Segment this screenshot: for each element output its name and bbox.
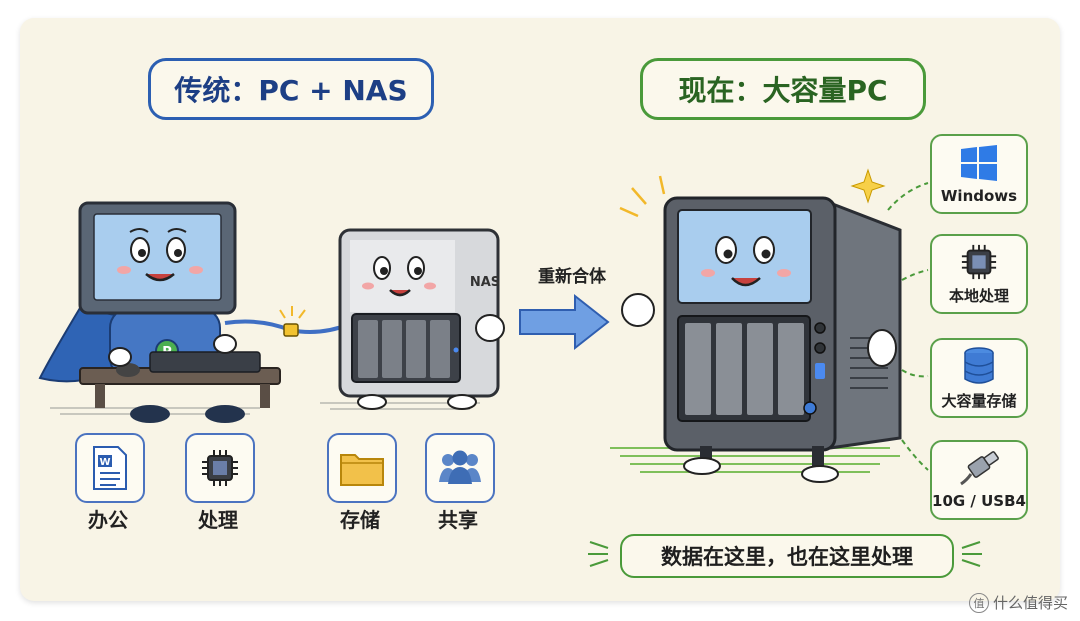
word-document-icon: W: [93, 446, 127, 490]
ground-shadow-right: [610, 447, 900, 473]
feature-connectors: [887, 182, 929, 471]
feature-connectivity: 10G / USB4: [930, 440, 1028, 520]
watermark-text: 什么值得买: [992, 594, 1068, 612]
watermark-logo-icon: 值: [968, 592, 989, 613]
office-tile: W: [75, 433, 145, 503]
nas-character: NAS: [338, 228, 505, 410]
feature-large-storage-label: 大容量存储: [941, 391, 1017, 410]
feature-windows-label: Windows: [940, 187, 1018, 205]
folder-icon: [340, 454, 384, 486]
usb-cable-icon: [960, 451, 999, 486]
feature-local-processing: 本地处理: [930, 234, 1028, 314]
comparison-illustration: P NAS: [38, 168, 982, 567]
illustration-card: 传统：PC + NAS 现在：大容量PC: [20, 18, 1060, 601]
big-pc-character: [621, 196, 902, 483]
watermark: 值 什么值得买: [968, 592, 1068, 613]
office-label: 办公: [88, 508, 128, 532]
processing-label: 处理: [198, 508, 238, 532]
storage-tile: [327, 433, 397, 503]
bottom-note: 数据在这里，也在这里处理: [620, 534, 954, 578]
feature-local-processing-label: 本地处理: [948, 286, 1009, 305]
sparkle-icon: [850, 168, 886, 204]
feature-large-storage: 大容量存储: [930, 338, 1028, 418]
spark-lines: [279, 306, 306, 319]
storage-label: 存储: [340, 508, 380, 532]
excitement-lines: [619, 175, 666, 218]
cable-connector: [283, 323, 299, 337]
right-title: 现在：大容量PC: [640, 58, 926, 120]
nas-label: NAS: [470, 275, 500, 290]
feature-windows: Windows: [930, 134, 1028, 214]
database-icon: [964, 346, 994, 384]
pc-character: P: [38, 201, 281, 423]
cpu-chip-icon: [202, 450, 238, 486]
left-title: 传统：PC + NAS: [148, 58, 434, 120]
cpu-chip-icon: [961, 244, 997, 279]
users-icon: [439, 450, 481, 484]
merge-arrow-label: 重新合体: [538, 267, 606, 287]
sharing-tile: [425, 433, 495, 503]
sharing-label: 共享: [438, 508, 478, 532]
merge-arrow: [519, 293, 610, 351]
svg-text:W: W: [99, 457, 110, 468]
note-accent-lines: [588, 541, 982, 567]
feature-connectivity-label: 10G / USB4: [932, 492, 1026, 510]
windows-logo-icon: [961, 145, 997, 181]
processing-tile: [185, 433, 255, 503]
